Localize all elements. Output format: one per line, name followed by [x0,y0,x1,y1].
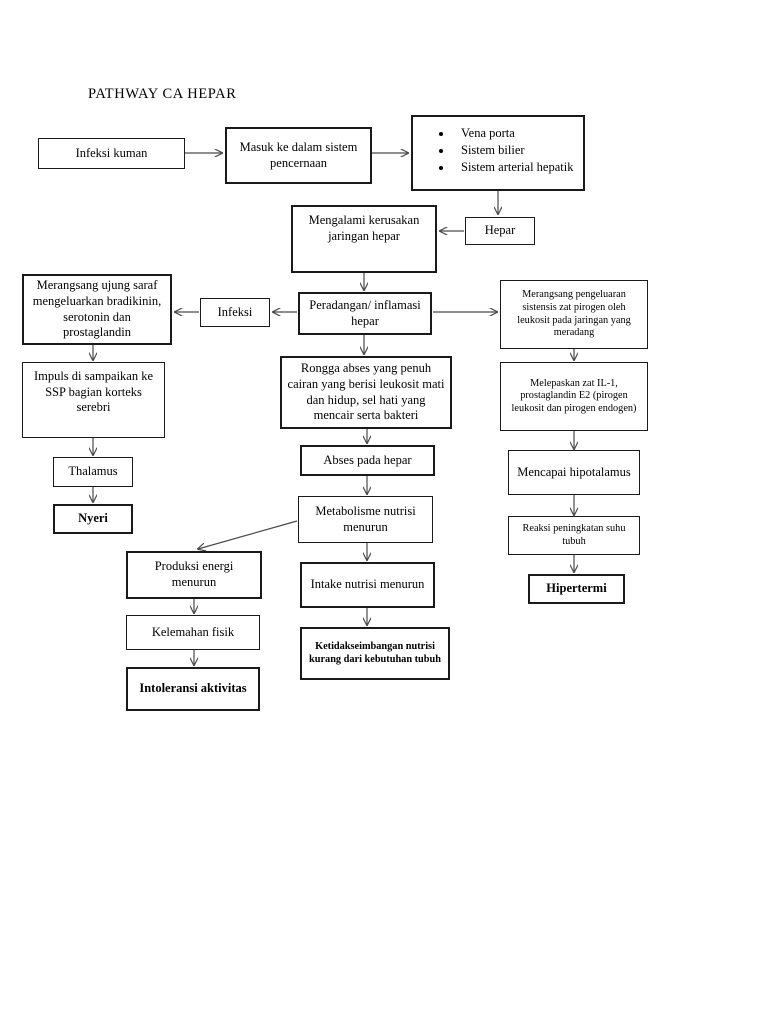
node-intoleransi-aktivitas[interactable]: Intoleransi aktivitas [126,667,260,711]
node-thalamus[interactable]: Thalamus [53,457,133,487]
node-vascular-routes[interactable]: Vena porta Sistem bilier Sistem arterial… [411,115,585,191]
node-melepaskan-zat-il1[interactable]: Melepaskan zat IL-1, prostaglandin E2 (p… [500,362,648,431]
node-kelemahan-fisik[interactable]: Kelemahan fisik [126,615,260,650]
node-ketidakseimbangan-nutrisi[interactable]: Ketidakseimbangan nutrisi kurang dari ke… [300,627,450,680]
node-peradangan-inflamasi-hepar[interactable]: Peradangan/ inflamasi hepar [298,292,432,335]
node-masuk-sistem-pencernaan[interactable]: Masuk ke dalam sistem pencernaan [225,127,372,184]
vascular-routes-list: Vena porta Sistem bilier Sistem arterial… [427,125,577,175]
node-hepar[interactable]: Hepar [465,217,535,245]
list-item: Sistem arterial hepatik [453,159,577,175]
node-hipertermi[interactable]: Hipertermi [528,574,625,604]
list-item: Vena porta [453,125,577,141]
node-infeksi-kuman[interactable]: Infeksi kuman [38,138,185,169]
node-merangsang-pengeluaran-pirogen[interactable]: Merangsang pengeluaran sistensis zat pir… [500,280,648,349]
node-produksi-energi-menurun[interactable]: Produksi energi menurun [126,551,262,599]
page-title: PATHWAY CA HEPAR [88,86,237,102]
node-infeksi[interactable]: Infeksi [200,298,270,327]
node-nyeri[interactable]: Nyeri [53,504,133,534]
node-abses-pada-hepar[interactable]: Abses pada hepar [300,445,435,476]
node-intake-nutrisi-menurun[interactable]: Intake nutrisi menurun [300,562,435,608]
node-mencapai-hipotalamus[interactable]: Mencapai hipotalamus [508,450,640,495]
list-item: Sistem bilier [453,142,577,158]
node-reaksi-peningkatan-suhu-tubuh[interactable]: Reaksi peningkatan suhu tubuh [508,516,640,555]
node-metabolisme-nutrisi-menurun[interactable]: Metabolisme nutrisi menurun [298,496,433,543]
node-mengalami-kerusakan-jaringan-hepar[interactable]: Mengalami kerusakan jaringan hepar [291,205,437,273]
node-impuls-ssp-korteks-serebri[interactable]: Impuls di sampaikan ke SSP bagian kortek… [22,362,165,438]
node-rongga-abses[interactable]: Rongga abses yang penuh cairan yang beri… [280,356,452,429]
node-merangsang-ujung-saraf[interactable]: Merangsang ujung saraf mengeluarkan brad… [22,274,172,345]
